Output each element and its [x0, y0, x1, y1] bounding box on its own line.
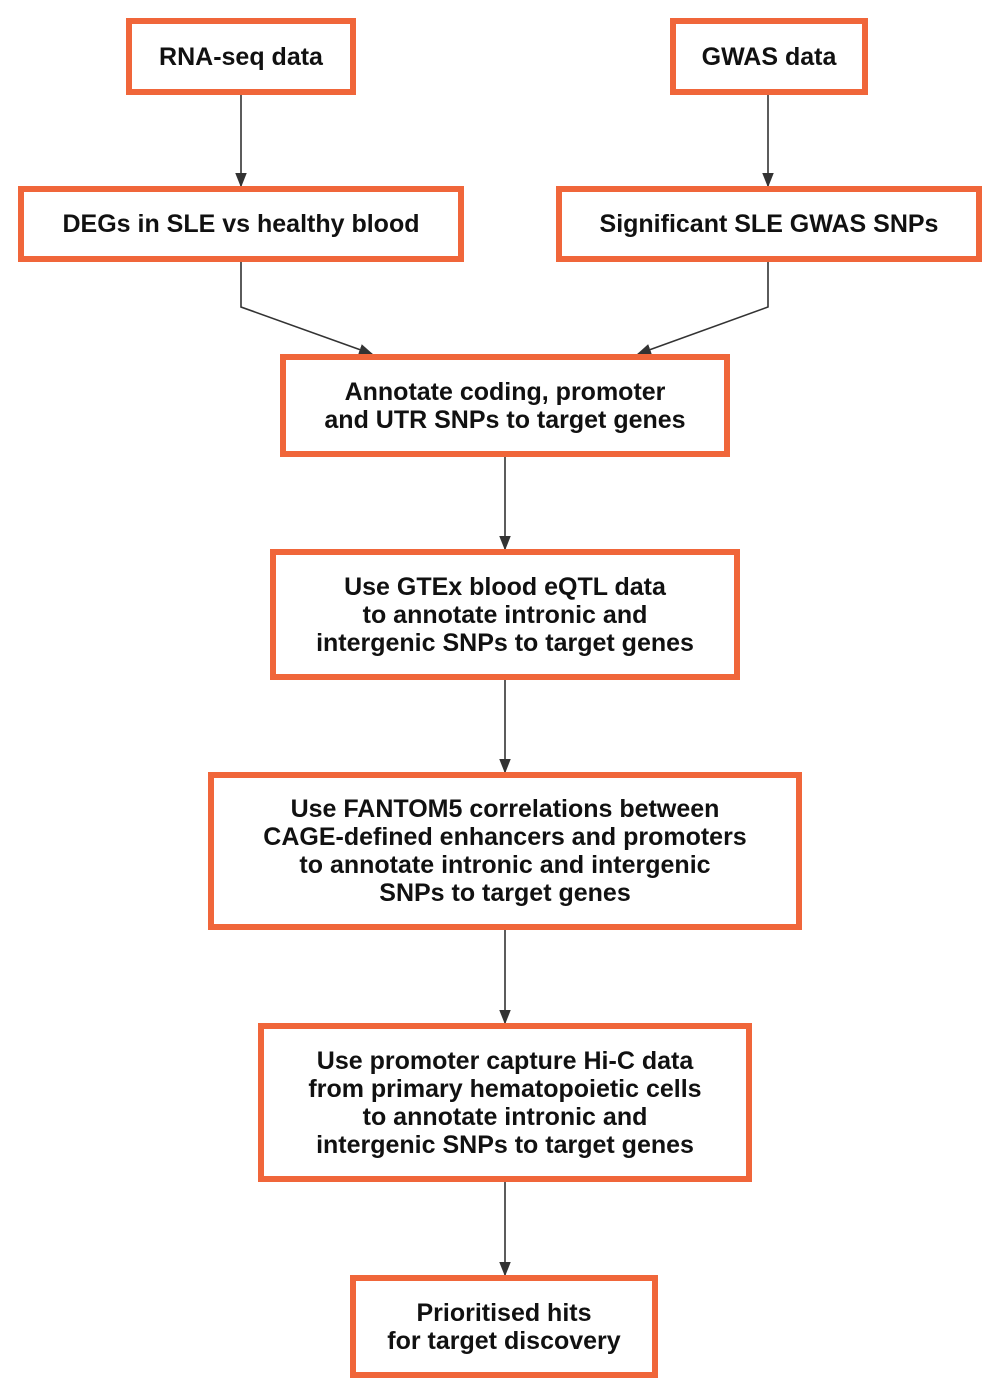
arrow-degs-to-annotate: [240, 261, 374, 356]
node-label: Use FANTOM5 correlations between CAGE-de…: [263, 795, 747, 907]
node-label: Use GTEx blood eQTL data to annotate int…: [316, 572, 694, 657]
node-degs: DEGs in SLE vs healthy blood: [18, 186, 464, 262]
node-hic: Use promoter capture Hi-C data from prim…: [258, 1023, 752, 1182]
node-gwas-data: GWAS data: [670, 18, 868, 95]
node-gtex: Use GTEx blood eQTL data to annotate int…: [270, 549, 740, 680]
node-rnaseq-data: RNA-seq data: [126, 18, 356, 95]
node-label: Prioritised hits for target discovery: [387, 1298, 621, 1355]
node-label: Significant SLE GWAS SNPs: [599, 210, 939, 238]
node-label: Use promoter capture Hi-C data from prim…: [308, 1046, 702, 1159]
node-label: DEGs in SLE vs healthy blood: [62, 210, 420, 238]
node-annotate-coding: Annotate coding, promoter and UTR SNPs t…: [280, 354, 730, 457]
node-label: GWAS data: [701, 42, 837, 71]
node-label: RNA-seq data: [159, 42, 323, 71]
node-label: Annotate coding, promoter and UTR SNPs t…: [324, 377, 686, 434]
node-prioritised-hits: Prioritised hits for target discovery: [350, 1275, 658, 1378]
node-significant-snps: Significant SLE GWAS SNPs: [556, 186, 982, 262]
arrow-snps-to-annotate: [636, 261, 769, 356]
node-fantom5: Use FANTOM5 correlations between CAGE-de…: [208, 772, 802, 930]
